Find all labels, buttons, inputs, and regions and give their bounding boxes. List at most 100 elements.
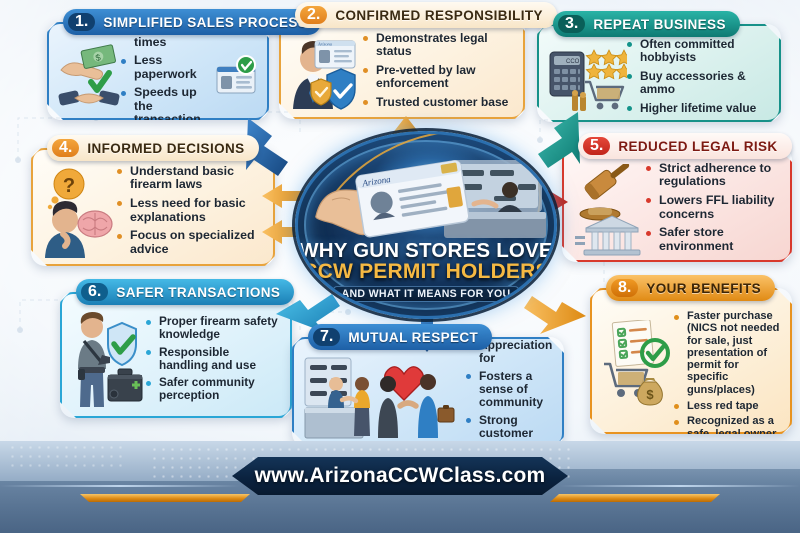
panel-6-number: 6. xyxy=(81,283,109,301)
hand-holding-arizona-ccw-permit-icon: Arizona xyxy=(315,159,470,238)
panel-1-bullet-2: Less paperwork xyxy=(121,54,213,81)
armed-person-icon xyxy=(78,312,110,407)
gavel-icon xyxy=(580,164,633,220)
svg-text:Arizona: Arizona xyxy=(317,41,333,46)
panel-1-bullet-3: Speeds up the transaction xyxy=(121,86,213,127)
panel-8-title: YOUR BENEFITS xyxy=(646,280,762,296)
footer-dot-grid-left xyxy=(8,443,128,473)
panel-6-header: 6. SAFER TRANSACTIONS xyxy=(76,279,295,305)
panel-8-number: 8. xyxy=(611,279,639,297)
shopping-cart-icon xyxy=(585,82,623,109)
panel-6-bullet-1: Proper firearm safety knowledge xyxy=(146,315,280,341)
brain-icon xyxy=(78,211,112,237)
hub-subtitle: AND WHAT IT MEANS FOR YOU xyxy=(332,286,520,302)
heart-icon xyxy=(385,367,424,400)
panel-7-artwork xyxy=(304,356,462,440)
panel-5-artwork xyxy=(574,164,644,256)
panel-your-benefits[interactable]: 8. YOUR BENEFITS xyxy=(590,275,792,434)
panel-1-artwork: $ xyxy=(57,44,121,110)
panel-1-id-artwork xyxy=(215,55,257,99)
courthouse-icon xyxy=(575,216,640,255)
svg-text:$: $ xyxy=(646,387,654,402)
question-bubble-icon: ? xyxy=(48,169,84,209)
svg-text:?: ? xyxy=(63,175,75,197)
panel-8-bullet-2: Less red tape xyxy=(674,400,780,412)
panel-confirmed-responsibility[interactable]: 2. CONFIRMED RESPONSIBILITY Ariz xyxy=(279,2,557,119)
panel-2-bullets: Demonstrates legal status Pre-vetted by … xyxy=(363,32,513,115)
panel-3-bullet-1: Often committed hobbyists xyxy=(627,38,769,65)
panel-2-title: CONFIRMED RESPONSIBILITY xyxy=(335,7,543,23)
panel-5-bullets: Strict adherence to regulations Lowers F… xyxy=(646,162,780,259)
footer-edge-right xyxy=(560,485,800,487)
panel-7-bullet-2: Fosters a sense of community xyxy=(466,370,552,409)
panel-4-body: ? xyxy=(31,148,275,266)
panel-6-bullets: Proper firearm safety knowledge Responsi… xyxy=(146,315,280,407)
ammo-cartridges-icon xyxy=(572,90,586,111)
panel-3-bullets: Often committed hobbyists Buy accessorie… xyxy=(627,38,769,121)
panel-7-title: MUTUAL RESPECT xyxy=(348,329,479,345)
panel-5-bullet-1: Strict adherence to regulations xyxy=(646,162,780,189)
panel-8-header: 8. YOUR BENEFITS xyxy=(606,275,776,301)
panel-8-bullets: Faster purchase (NICS not needed for sal… xyxy=(674,310,780,443)
panel-6-body: Proper firearm safety knowledge Responsi… xyxy=(60,292,292,418)
panel-informed-decisions[interactable]: 4. INFORMED DECISIONS ? xyxy=(31,135,275,266)
panel-2-body: Arizona xyxy=(279,15,525,119)
footer-url-text: www.ArizonaCCWClass.com xyxy=(254,464,546,487)
svg-text:$: $ xyxy=(95,52,102,63)
green-check-icon xyxy=(642,340,668,366)
panel-5-title: REDUCED LEGAL RISK xyxy=(618,138,778,154)
panel-5-bullet-3: Safer store environment xyxy=(646,226,780,253)
panel-5-body: Strict adherence to regulations Lowers F… xyxy=(562,146,792,262)
footer-edge-left xyxy=(0,485,240,487)
cash-in-hand-icon: $ xyxy=(61,45,116,80)
panel-7-number: 7. xyxy=(313,328,341,346)
panel-1-bullets: No wait times Less paperwork Speeds up t… xyxy=(121,22,213,132)
panel-repeat-business[interactable]: 3. REPEAT BUSINESS CCO xyxy=(537,11,781,122)
panel-2-bullet-3: Trusted customer base xyxy=(363,96,513,110)
handshake-icon xyxy=(58,90,120,106)
panel-8-bullet-1: Faster purchase (NICS not needed for sal… xyxy=(674,310,780,396)
panel-4-bullet-2: Less need for basic explanations xyxy=(117,197,263,224)
footer-gold-bar-left xyxy=(80,494,250,502)
footer-gold-bar-right xyxy=(550,494,720,502)
panel-1-header: 1. SIMPLIFIED SALES PROCESS xyxy=(63,9,322,35)
thinking-person-icon xyxy=(45,201,85,258)
calculator-icon: CCO xyxy=(550,52,584,96)
panel-6-bullet-3: Safer community perception xyxy=(146,376,280,402)
panel-4-bullet-3: Focus on specialized advice xyxy=(117,229,263,256)
store-clerk-and-customer-icon xyxy=(328,377,370,436)
footer-url-plate[interactable]: www.ArizonaCCWClass.com xyxy=(232,457,568,495)
panel-safer-transactions[interactable]: 6. SAFER TRANSACTIONS xyxy=(60,279,295,418)
panel-5-bullet-2: Lowers FFL liability concerns xyxy=(646,194,780,221)
hub-title-line-2: CCW PERMIT HOLDERS xyxy=(302,260,550,283)
central-hub: Arizona WHY GUN STORES LOVE CCW PERMIT H… xyxy=(295,131,557,319)
panel-8-body: $ Faster purchase (NICS not needed for s… xyxy=(590,288,792,434)
id-card-approved-icon xyxy=(215,55,257,99)
footer: www.ArizonaCCWClass.com xyxy=(0,441,800,533)
hub-title-line-1: WHY GUN STORES LOVE xyxy=(299,239,553,262)
panel-5-header: 5. REDUCED LEGAL RISK xyxy=(578,133,792,159)
panel-simplified-sales-process[interactable]: 1. SIMPLIFIED SALES PROCESS $ xyxy=(47,9,322,120)
hub-title-block: WHY GUN STORES LOVE CCW PERMIT HOLDERS A… xyxy=(298,240,554,302)
panel-2-bullet-2: Pre-vetted by law enforcement xyxy=(363,64,513,91)
panel-4-title: INFORMED DECISIONS xyxy=(87,140,245,156)
shopping-cart-icon xyxy=(604,364,647,397)
panel-7-body: Appreciation for Fosters a sense of comm… xyxy=(292,337,564,447)
panel-mutual-respect[interactable]: 7. MUTUAL RESPECT xyxy=(292,324,564,447)
panel-6-bullet-2: Responsible handling and use xyxy=(146,346,280,372)
panel-7-bullets: Appreciation for Fosters a sense of comm… xyxy=(466,339,552,458)
panel-3-bullet-2: Buy accessories & ammo xyxy=(627,70,769,97)
panel-2-header: 2. CONFIRMED RESPONSIBILITY xyxy=(295,2,557,28)
panel-reduced-legal-risk[interactable]: 5. REDUCED LEGAL RISK xyxy=(562,133,792,262)
panel-2-bullet-1: Demonstrates legal status xyxy=(363,32,513,59)
panel-8-bullet-3: Recognized as a safe, legal owner xyxy=(674,415,780,440)
panel-3-artwork: CCO xyxy=(549,44,627,114)
panel-6-artwork xyxy=(72,311,146,411)
panel-6-title: SAFER TRANSACTIONS xyxy=(116,284,281,300)
panel-3-title: REPEAT BUSINESS xyxy=(593,16,726,32)
panel-3-bullet-3: Higher lifetime value xyxy=(627,102,769,116)
star-rating-icon xyxy=(586,50,627,79)
id-card-icon: Arizona xyxy=(315,41,355,68)
panel-8-artwork: $ xyxy=(602,320,672,406)
